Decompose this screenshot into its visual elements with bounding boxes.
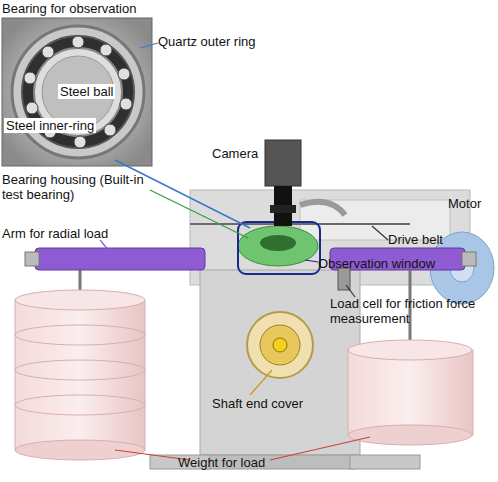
camera [265, 140, 301, 226]
part-label: Bearing housing (Built-in test bearing) [2, 172, 152, 202]
part-label: Bearing for observation [2, 1, 136, 16]
bearing-housing [238, 226, 318, 266]
load-cell [338, 268, 350, 290]
part-label: Drive belt [388, 232, 443, 247]
part-label: Observation window [318, 256, 435, 271]
weight-stack [348, 340, 473, 445]
part-label: Weight for load [178, 455, 265, 470]
drive-belt [190, 223, 410, 225]
part-label: Arm for radial load [2, 226, 108, 241]
part-label: Quartz outer ring [158, 34, 256, 49]
part-label: Shaft end cover [212, 396, 303, 411]
part-label: Steel ball [58, 84, 115, 99]
weight-stack [15, 290, 145, 460]
test-bearing [260, 235, 296, 251]
part-label: Load cell for friction force measurement [330, 296, 498, 326]
shaft-end-cover [247, 312, 313, 378]
observation-window [238, 222, 320, 274]
leader-lines [100, 43, 388, 460]
part-label: Camera [212, 146, 258, 161]
inset-photo [2, 18, 152, 166]
part-label: Motor [448, 196, 481, 211]
part-label: Steel inner-ring [4, 118, 96, 133]
radial-load-arm [35, 248, 205, 270]
